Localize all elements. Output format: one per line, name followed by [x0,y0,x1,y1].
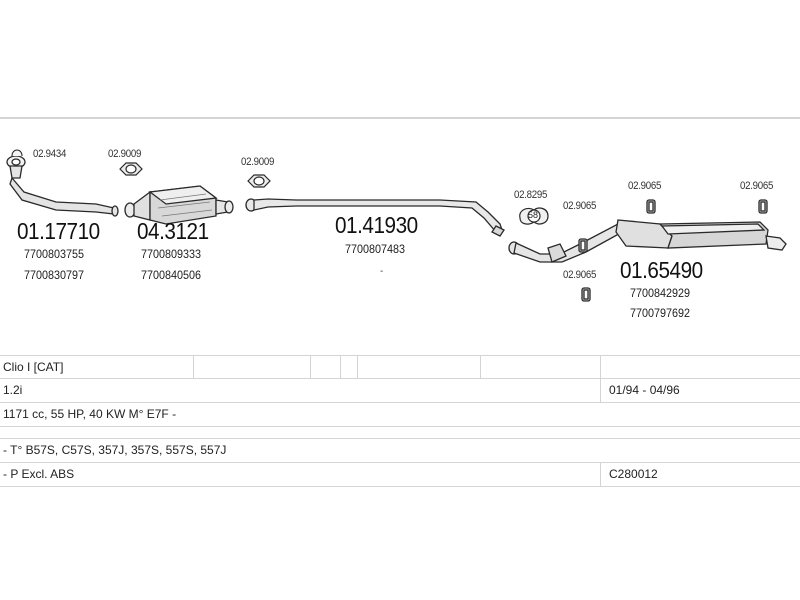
gasket-02-9009-left-icon [119,162,143,176]
accessory-label-6: 02.9065 [563,269,597,281]
accessory-label-3: 02.9009 [241,156,275,168]
code-cell: C280012 [609,467,658,481]
exhaust-drawing [6,149,787,302]
accessory-label-8: 02.9065 [740,180,774,192]
rear-silencer-ref-2: 7700797692 [630,306,691,320]
types-cell: - T° B57S, C57S, 357J, 357S, 557S, 557J [3,443,227,457]
top-divider [0,117,800,119]
accessory-label-5: 02.9065 [563,200,597,212]
exhaust-diagram: 02.9434 02.9009 02.9009 02.8295 02.9065 … [0,120,800,355]
accessory-label-1: 02.9434 [33,148,67,160]
spec-cell: 1171 cc, 55 HP, 40 KW M° E7F - [3,407,177,421]
rear-silencer-drawing[interactable] [508,219,787,263]
accessory-label-2: 02.9009 [108,148,142,160]
period-cell: 01/94 - 04/96 [609,383,680,397]
gasket-02-9009-right-icon [247,174,271,188]
catalyst-drawing[interactable] [124,185,234,225]
downpipe-drawing[interactable] [6,155,119,217]
intermediate-pipe-note: - [380,266,384,277]
hanger-02-9065-icons [578,199,768,302]
rear-silencer-ref-1: 7700842929 [630,286,691,300]
downpipe-ref-2: 7700830797 [24,268,85,282]
clamp-badge: 58 [528,210,539,220]
rear-silencer-part-number[interactable]: 01.65490 [620,257,703,283]
intermediate-pipe-drawing[interactable] [245,198,505,237]
intermediate-pipe-ref-1: 7700807483 [345,242,406,256]
table-row-types: - T° B57S, C57S, 357J, 357S, 557S, 557J [0,439,800,463]
table-row-spec: 1171 cc, 55 HP, 40 KW M° E7F - [0,403,800,427]
accessory-label-4: 02.8295 [514,189,548,201]
catalyst-ref-1: 7700809333 [141,247,202,261]
notes-cell: - P Excl. ABS [3,467,75,481]
intermediate-pipe-part-number[interactable]: 01.41930 [335,212,418,238]
downpipe-ref-1: 7700803755 [24,247,85,261]
table-row-empty [0,427,800,439]
downpipe-part-number[interactable]: 01.17710 [17,218,100,244]
clamp-02-8295-icon [519,207,549,225]
catalyst-ref-2: 7700840506 [141,268,202,282]
engine-cell: 1.2i [3,383,23,397]
table-row-model: Clio I [CAT] [0,355,800,379]
gasket-02-9434-icon [11,149,23,157]
catalyst-part-number[interactable]: 04.3121 [137,218,209,244]
application-table: Clio I [CAT] 1.2i 01/94 - 04/96 1171 cc,… [0,355,800,487]
accessory-label-7: 02.9065 [628,180,662,192]
model-cell: Clio I [CAT] [3,360,64,374]
table-row-notes: - P Excl. ABS C280012 [0,463,800,487]
table-row-engine: 1.2i 01/94 - 04/96 [0,379,800,403]
